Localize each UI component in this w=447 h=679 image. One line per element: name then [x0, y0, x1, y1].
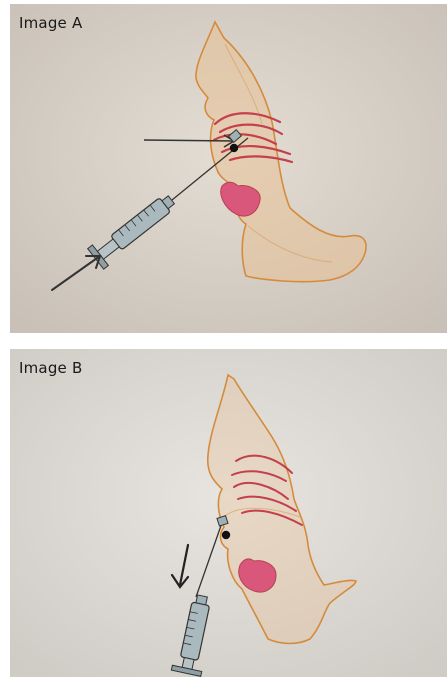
injection-point: [230, 144, 238, 152]
illustration-a: [10, 4, 447, 333]
injection-point: [222, 531, 230, 539]
panel-label-b: Image B: [19, 359, 82, 377]
panel-image-b: Image B: [10, 349, 447, 677]
panel-image-a: Image A: [10, 4, 447, 333]
panel-label-a: Image A: [19, 14, 82, 32]
illustration-b: [10, 349, 447, 677]
